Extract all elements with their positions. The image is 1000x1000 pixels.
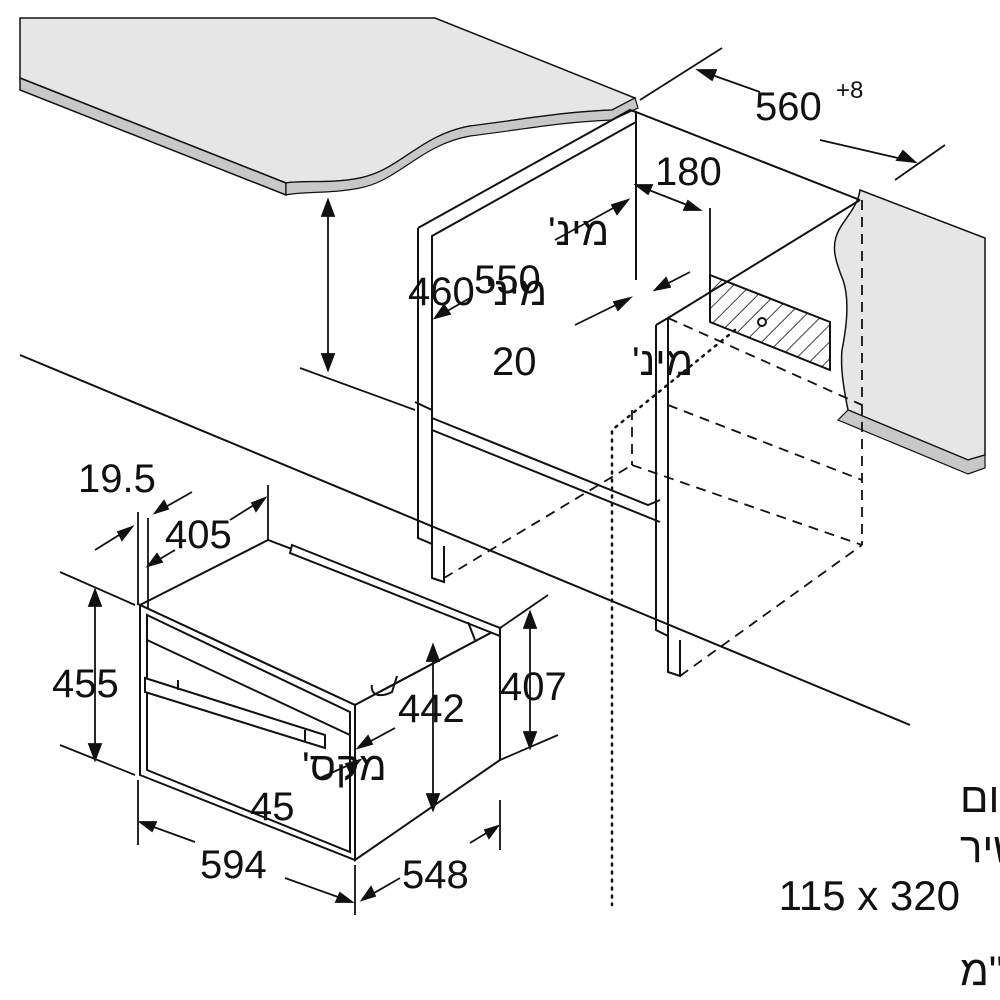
- note-connection-line3: 115 x 320: [779, 872, 960, 919]
- label-548: 548: [402, 853, 469, 897]
- label-455: 455: [52, 662, 119, 706]
- right-wall: [833, 188, 986, 475]
- connection-area: [709, 273, 831, 372]
- label-407: 407: [500, 665, 567, 709]
- hidden-edges: [443, 200, 863, 677]
- label-560: 560: [755, 85, 822, 129]
- note-units: מידות במ"מ: [960, 947, 1000, 994]
- label-19-5: 19.5: [78, 457, 156, 501]
- labels: 560 +8 180 מינ' 550 מינ' 460 מינ' 20 19.…: [52, 77, 1000, 994]
- label-180: 180: [655, 150, 722, 194]
- label-550: 550: [474, 258, 541, 302]
- label-560-tolerance: +8: [836, 77, 863, 104]
- dimension-lines: [59, 47, 946, 915]
- label-405: 405: [165, 513, 232, 557]
- label-min-460: מינ' 460: [408, 270, 547, 314]
- label-max-prefix: מקס': [302, 745, 387, 789]
- worktop: [19, 17, 639, 197]
- oven: [137, 538, 503, 862]
- note-connection-line2: לחיבור המכשיר: [960, 824, 1000, 871]
- label-20: 20: [492, 340, 537, 384]
- label-45: 45: [250, 785, 295, 829]
- label-min-550-prefix: מינ': [548, 210, 609, 254]
- connection-leader: [610, 328, 737, 907]
- label-min-20-prefix: מינ': [632, 340, 693, 384]
- label-594: 594: [200, 843, 267, 887]
- note-connection-line1: מקום: [960, 774, 1000, 821]
- label-442: 442: [398, 687, 465, 731]
